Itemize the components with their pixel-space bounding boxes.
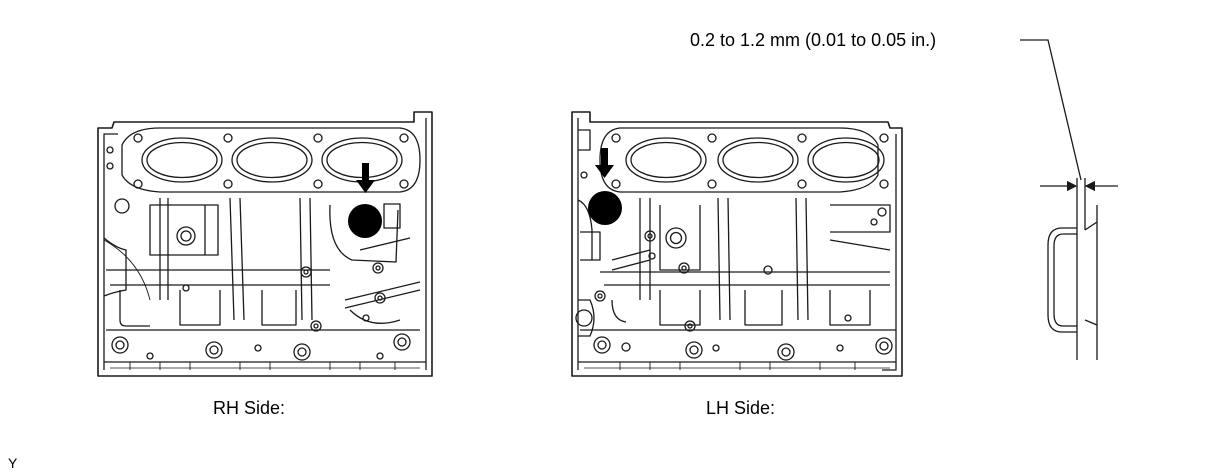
lh-cylinder-2 xyxy=(717,137,799,183)
cup-plug-section-detail xyxy=(1020,39,1118,360)
cup-plug-section xyxy=(1047,227,1077,333)
rh-cup-plug xyxy=(348,204,382,238)
clearance-spec-label: 0.2 to 1.2 mm (0.01 to 0.05 in.) xyxy=(690,30,937,50)
lh-cylinder-3 xyxy=(807,137,885,183)
rh-cylinder-2 xyxy=(231,137,313,183)
leader-line xyxy=(1020,39,1082,181)
rh-cylinder-1 xyxy=(141,137,223,183)
lh-cup-plug xyxy=(588,191,622,225)
rh-side-label: RH Side: xyxy=(213,398,286,418)
illustration-code: Y xyxy=(8,455,18,471)
lh-side-label: LH Side: xyxy=(706,398,776,418)
rh-side-cylinder-block xyxy=(97,111,433,377)
lh-arrow-icon xyxy=(595,148,614,178)
lh-cylinder-1 xyxy=(625,137,707,183)
lh-side-cylinder-block xyxy=(571,111,903,377)
rh-arrow-icon xyxy=(356,163,375,193)
